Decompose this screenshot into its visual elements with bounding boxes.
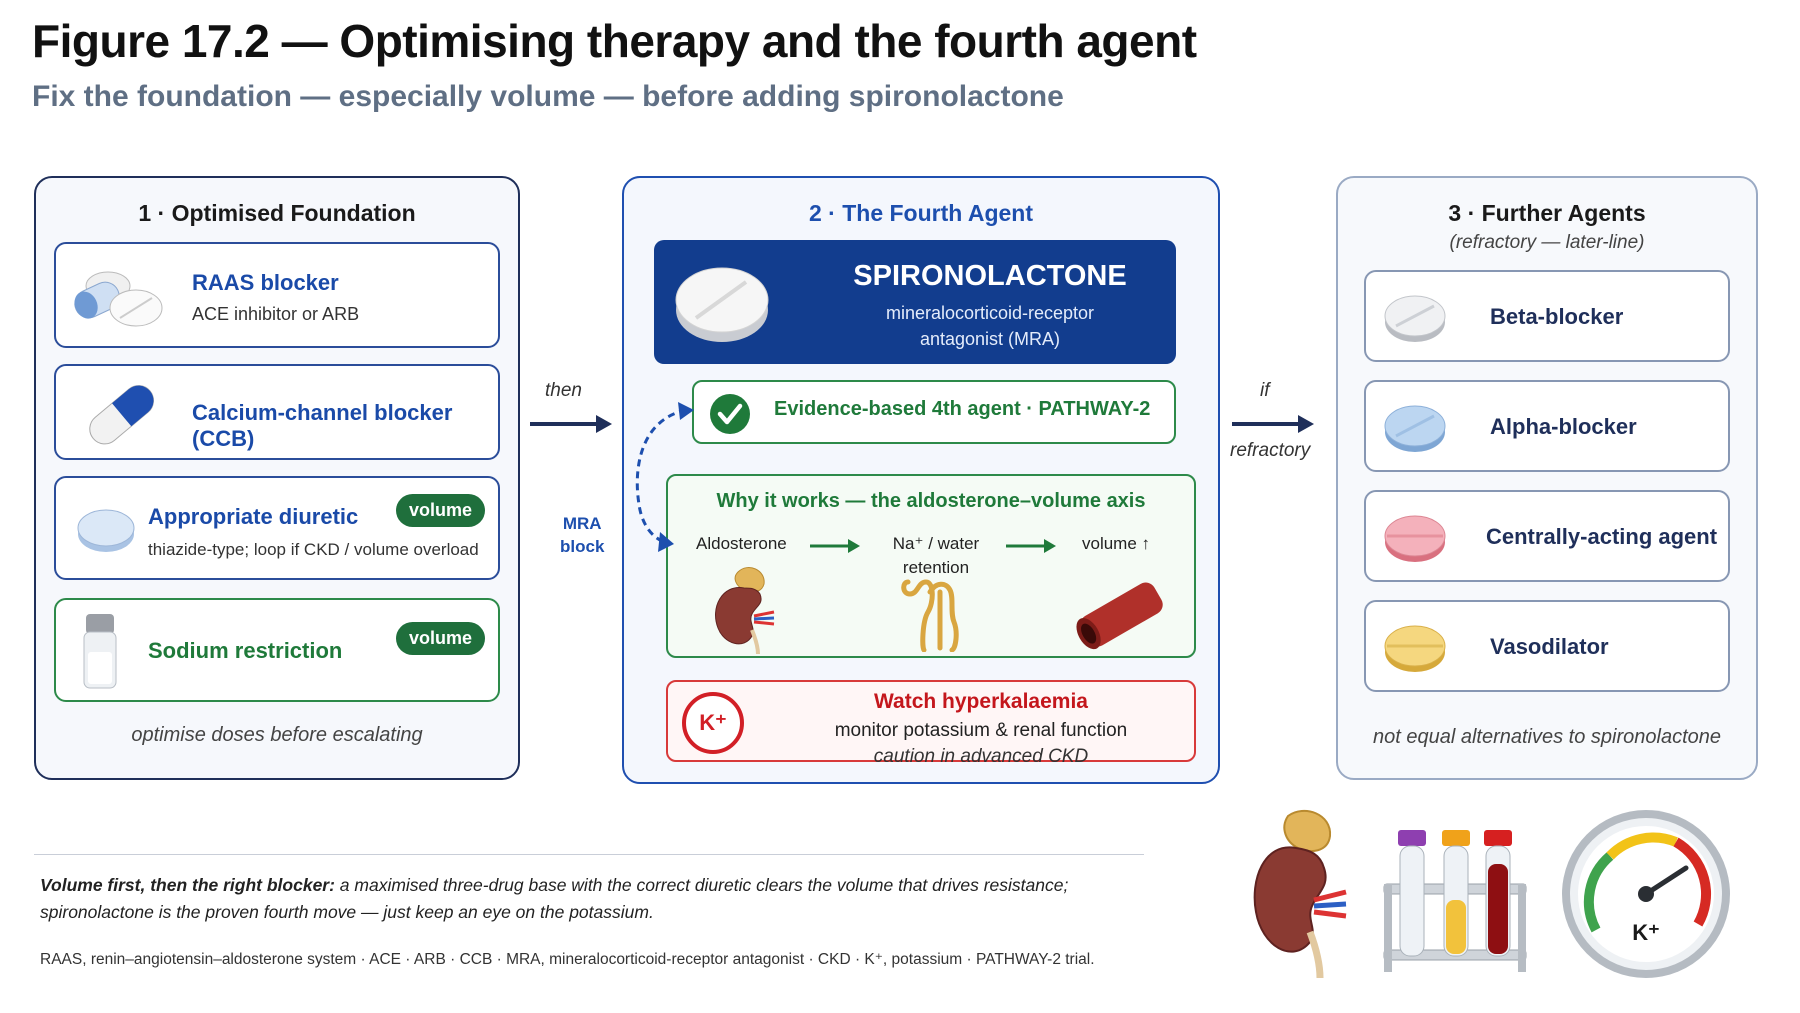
panel-title: 1 · Optimised Foundation [138,200,416,226]
potassium-gauge-icon [1562,810,1730,978]
connector-then-label: then [545,380,582,401]
check-circle-icon [710,394,750,434]
drug-desc: mineralocorticoid-receptor antagonist (M… [804,300,1176,352]
step-retention-line2: retention [902,558,970,577]
panel-footer: not equal alternatives to spironolactone [1372,726,1721,748]
arrow-right-icon [530,415,612,433]
warning-line2: caution in advanced CKD [873,746,1089,767]
card-desc: thiazide-type; loop if CKD / volume over… [148,540,479,559]
drug-desc-line2: antagonist (MRA) [919,329,1061,349]
arrow-right-icon [1006,539,1056,553]
volume-badge: volume [396,494,486,527]
panel-title: 3 · Further Agents [1448,200,1646,226]
step-volume: volume ↑ [1082,534,1151,553]
card-title: Vasodilator [1490,634,1609,659]
panel-optimised-foundation: 1 · Optimised Foundation RAAS blocker AC… [34,176,520,780]
panel-fourth-agent: 2 · The Fourth Agent SPIRONOLACTONE mine… [622,176,1220,784]
nephron-icon [901,579,959,652]
card-title: Sodium restriction [148,638,343,663]
volume-badge: volume [396,622,486,655]
card-title: Appropriate diuretic [148,504,359,529]
connector-refractory-label: refractory [1230,440,1311,461]
figure-subtitle: Fix the foundation — especially volume —… [32,80,1064,113]
drug-desc-line1: mineralocorticoid-receptor [885,303,1095,323]
evidence-text: Evidence-based 4th agent · PATHWAY-2 [774,398,1151,420]
card-title: Beta-blocker [1490,304,1624,329]
card-diuretic: Appropriate diuretic thiazide-type; loop… [54,476,500,580]
capsule-icon [89,385,154,445]
hyperkalaemia-warning: K⁺ Watch hyperkalaemia monitor potassium… [666,680,1196,767]
summary-text: Volume first, then the right blocker: a … [40,872,1140,926]
panel-title: 2 · The Fourth Agent [808,200,1033,226]
abbreviations: RAAS, renin–angiotensin–aldosterone syst… [40,951,1095,968]
card-beta-blocker: Beta-blocker [1364,270,1730,362]
card-raas-blocker: RAAS blocker ACE inhibitor or ARB [54,242,500,348]
spironolactone-card: SPIRONOLACTONE mineralocorticoid-recepto… [654,240,1176,364]
card-ccb: Calcium-channel blocker (CCB) [54,364,500,460]
gauge-label: K⁺ [1632,920,1660,945]
card-vasodilator: Vasodilator [1364,600,1730,692]
salt-shaker-icon [83,614,117,689]
mechanism-card: Why it works — the aldosterone–volume ax… [666,474,1196,658]
step-retention-line1: Na⁺ / water [892,534,980,553]
panel-further-agents: 3 · Further Agents (refractory — later-l… [1336,176,1758,780]
card-alpha-blocker: Alpha-blocker [1364,380,1730,472]
mra-line2: block [560,537,605,556]
warning-line1: monitor potassium & renal function [834,720,1128,741]
blood-tubes-icon [1383,830,1527,972]
divider [34,854,1144,855]
potassium-warning-icon [682,692,744,754]
drug-name: SPIRONOLACTONE [853,260,1127,292]
warning-title: Watch hyperkalaemia [874,690,1088,713]
pill-icon [1384,295,1446,342]
summary-body: a maximised three-drug base with the cor… [40,875,1069,922]
step-aldosterone: Aldosterone [696,534,787,553]
pill-icon [1384,625,1446,672]
card-title: RAAS blocker [192,270,339,295]
card-title: Calcium-channel blocker (CCB) [192,400,453,451]
pill-icon [1384,515,1446,562]
arrow-right-icon [1232,415,1314,433]
tablet-icon [675,267,769,342]
arrow-right-icon [810,539,860,553]
mechanism-title: Why it works — the aldosterone–volume ax… [716,490,1146,512]
pills-icon [74,271,163,327]
pill-icon [1384,405,1446,452]
summary-bold: Volume first, then the right blocker: [40,875,335,895]
figure-title: Figure 17.2 — Optimising therapy and the… [32,15,1197,67]
mra-block-label: MRA block [560,512,604,558]
kidney-adrenal-icon [715,567,775,654]
panel-subtitle: (refractory — later-line) [1449,232,1645,253]
mra-line1: MRA [562,514,602,533]
card-desc: ACE inhibitor or ARB [192,304,360,324]
card-title: Alpha-blocker [1490,414,1637,439]
kidney-icon [1253,809,1347,978]
connector-if-label: if [1260,380,1270,401]
card-sodium-restriction: Sodium restriction volume [54,598,500,702]
panel-footer: optimise doses before escalating [131,724,423,746]
pill-icon [77,509,135,552]
mra-dashed-arrow-icon [635,402,694,552]
evidence-card: Evidence-based 4th agent · PATHWAY-2 [692,380,1176,444]
potassium-symbol: K⁺ [699,710,727,735]
blood-vessel-icon [1076,582,1163,650]
card-centrally-acting: Centrally-acting agent [1364,490,1730,582]
card-title: Centrally-acting agent [1486,524,1718,549]
step-retention: Na⁺ / water retention [874,532,998,580]
